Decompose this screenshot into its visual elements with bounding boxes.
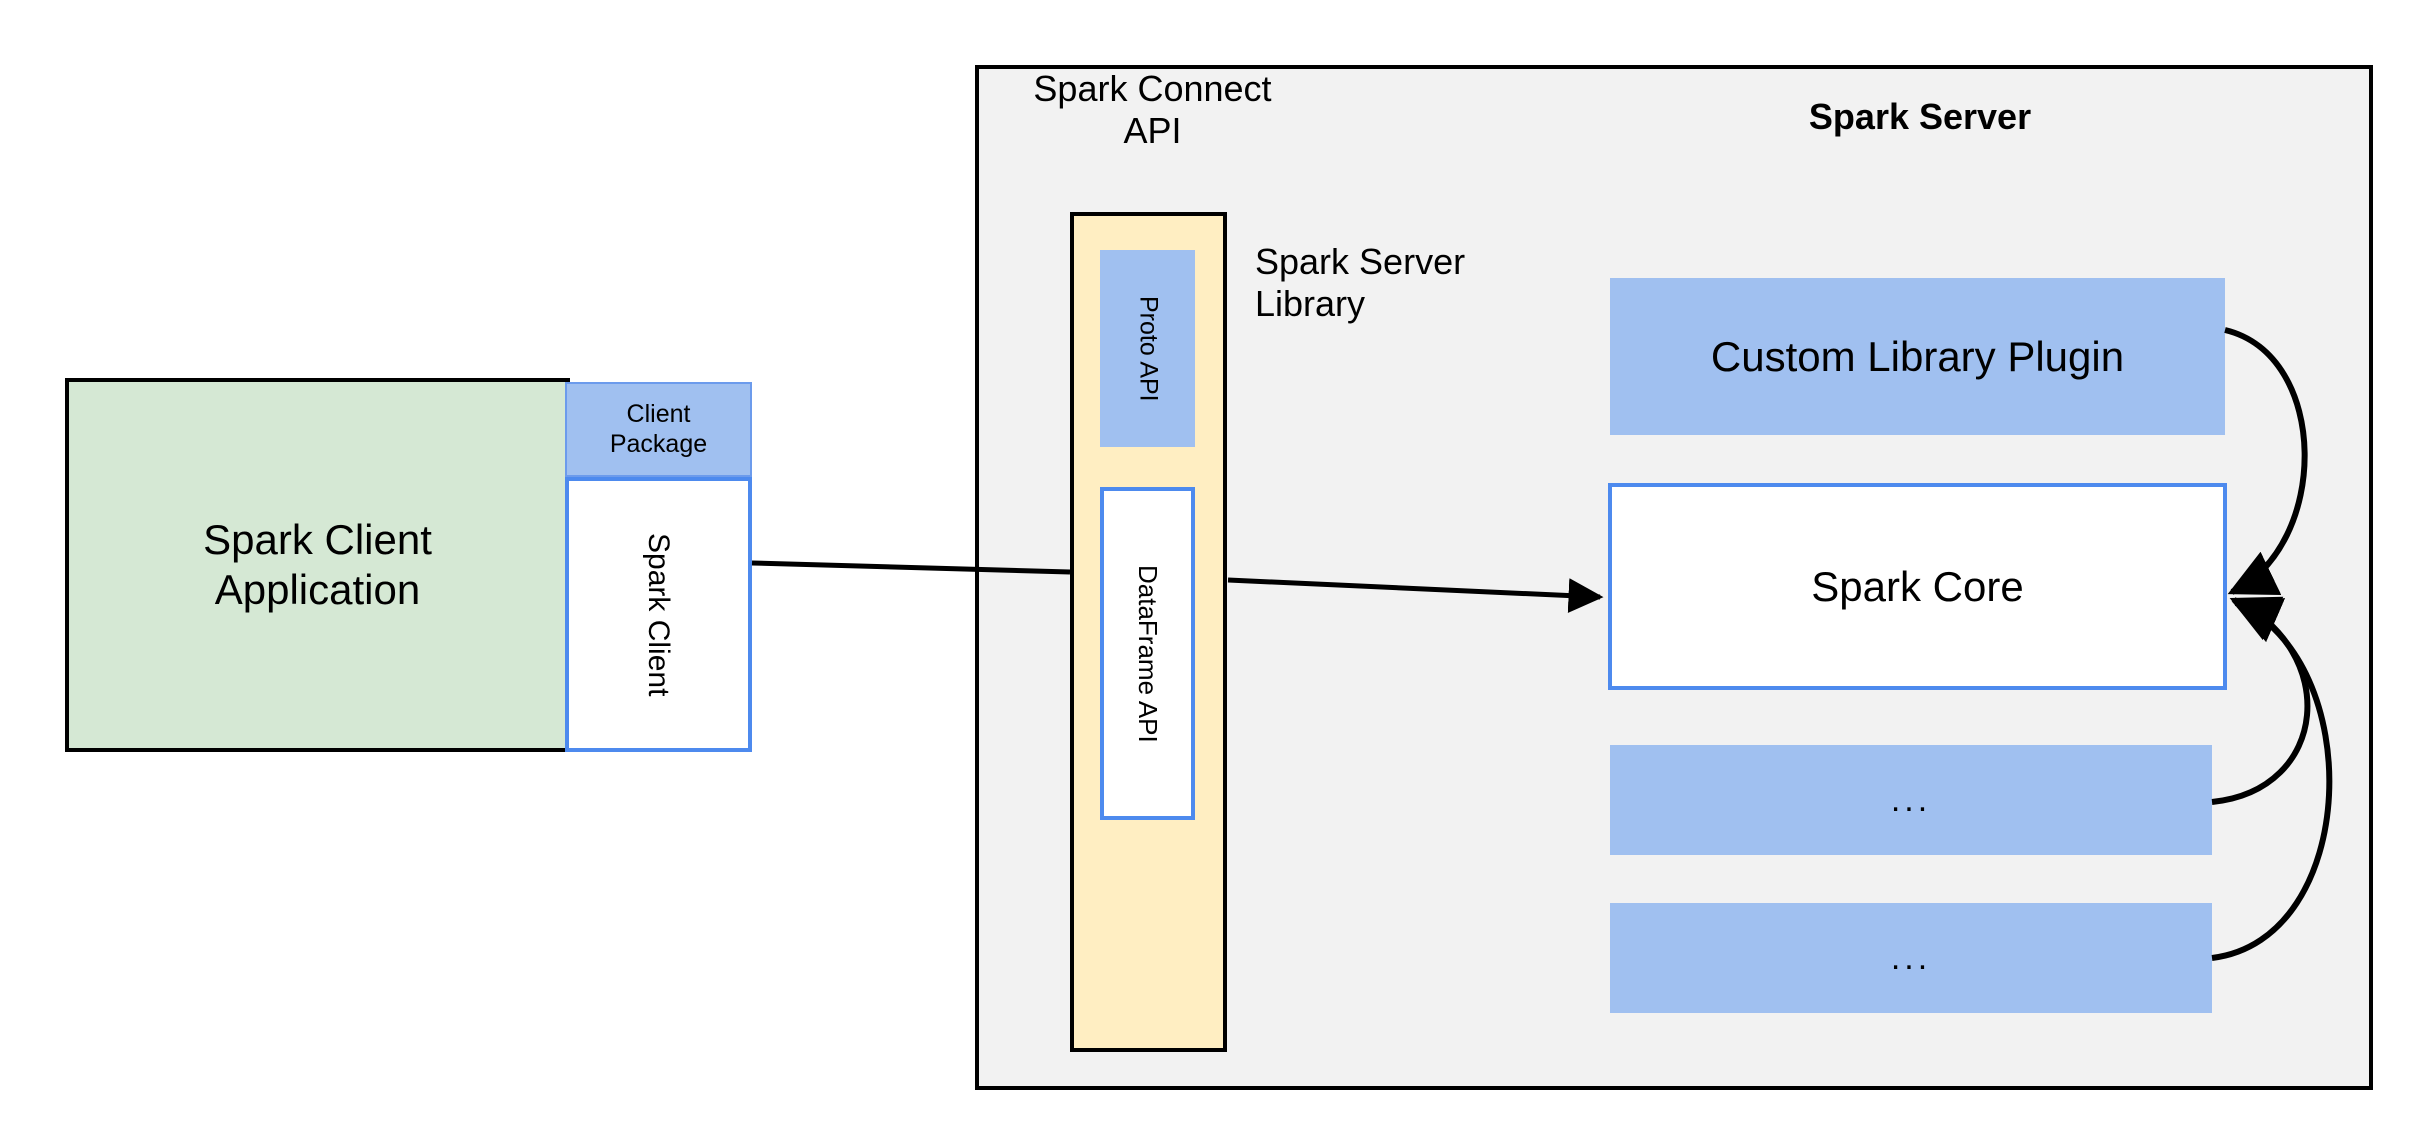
spark-client-application-box[interactable]: Spark Client Application <box>65 378 570 752</box>
dataframe-api-box[interactable]: DataFrame API <box>1100 487 1195 820</box>
spark-core-box[interactable]: Spark Core <box>1608 483 2227 690</box>
spark-server-library-label-line1: Spark Server <box>1255 240 1466 282</box>
custom-library-plugin-label: Custom Library Plugin <box>1710 332 2125 380</box>
spark-connect-api-label-line2: API <box>1123 110 1182 151</box>
spark-server-title: Spark Server <box>1808 95 2032 137</box>
spark-client-box[interactable]: Spark Client <box>565 477 752 752</box>
client-application-label-line2: Application <box>214 566 421 613</box>
ellipsis-1-label: ... <box>1890 780 1932 819</box>
client-package-box[interactable]: Client Package <box>565 382 752 477</box>
client-package-label-line2: Package <box>609 429 708 458</box>
spark-client-label: Spark Client <box>642 532 676 697</box>
spark-connect-api-label: Spark Connect API <box>1010 68 1295 152</box>
ellipsis-2-label: ... <box>1890 938 1932 977</box>
spark-server-library-label-line2: Library <box>1255 283 1366 324</box>
proto-api-box[interactable]: Proto API <box>1100 250 1195 447</box>
spark-connect-api-label-line1: Spark Connect <box>1033 67 1272 109</box>
spark-core-label: Spark Core <box>1811 562 2024 610</box>
proto-api-label: Proto API <box>1134 295 1163 402</box>
client-application-label-line1: Spark Client <box>203 516 432 564</box>
spark-server-library-label: Spark Server Library <box>1255 240 1545 326</box>
client-package-label-line1: Client <box>626 400 691 428</box>
dataframe-api-label: DataFrame API <box>1132 564 1163 743</box>
ellipsis-box-2[interactable]: ... <box>1610 903 2212 1013</box>
ellipsis-box-1[interactable]: ... <box>1610 745 2212 855</box>
custom-library-plugin-box[interactable]: Custom Library Plugin <box>1610 278 2225 435</box>
